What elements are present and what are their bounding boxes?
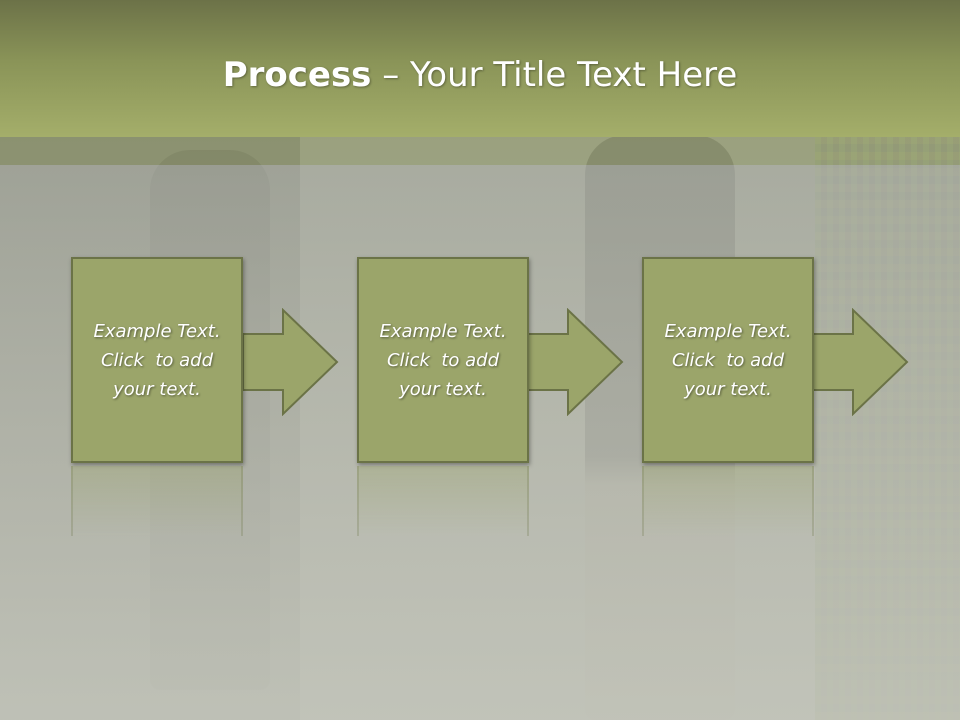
step-text-line: your text.: [113, 378, 201, 400]
process-step-box[interactable]: Example Text. Click to add your text.: [642, 257, 814, 463]
step-text-line: your text.: [399, 378, 487, 400]
step-reflection: [71, 466, 243, 536]
process-step-text: Example Text. Click to add your text.: [85, 317, 228, 404]
step-text-line: Example Text.: [379, 320, 507, 342]
process-step-box[interactable]: Example Text. Click to add your text.: [71, 257, 243, 463]
title-band: [0, 137, 960, 165]
arrow-icon: [243, 308, 339, 416]
step-reflection: [357, 466, 529, 536]
step-text-line: Click to add: [386, 349, 499, 371]
step-text-line: Click to add: [671, 349, 784, 371]
arrow-icon: [813, 308, 909, 416]
step-reflection: [642, 466, 814, 536]
process-step-text: Example Text. Click to add your text.: [371, 317, 514, 404]
step-text-line: Example Text.: [664, 320, 792, 342]
title-bar: [0, 0, 960, 137]
step-text-line: Example Text.: [93, 320, 221, 342]
process-step-box[interactable]: Example Text. Click to add your text.: [357, 257, 529, 463]
arrow-icon: [528, 308, 624, 416]
step-text-line: Click to add: [100, 349, 213, 371]
slide-title[interactable]: Process – Your Title Text Here: [0, 50, 960, 100]
title-rest: – Your Title Text Here: [371, 55, 738, 95]
title-bold: Process: [222, 55, 372, 95]
step-text-line: your text.: [684, 378, 772, 400]
process-step-text: Example Text. Click to add your text.: [656, 317, 799, 404]
